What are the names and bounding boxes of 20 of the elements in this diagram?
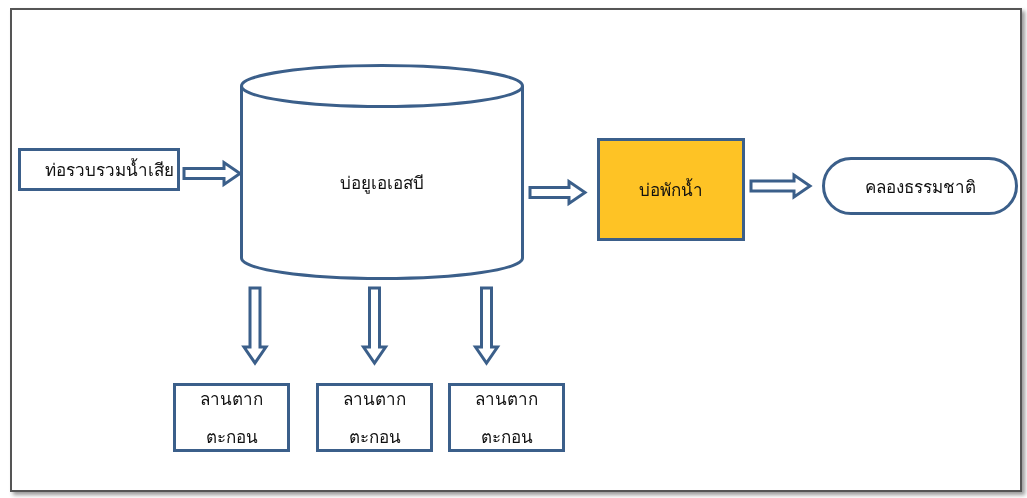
node-label: บ่อพักน้ำ bbox=[639, 177, 703, 202]
node-label: ลานตากตะกอน bbox=[199, 387, 264, 449]
pond-box bbox=[597, 138, 745, 241]
node-label: คลองธรรมชาติ bbox=[864, 175, 976, 199]
canal-terminal bbox=[822, 157, 1018, 215]
drying-bed-box bbox=[448, 383, 565, 452]
pipe-box bbox=[18, 148, 180, 191]
drying-bed-box bbox=[173, 383, 290, 452]
tank-cylinder bbox=[240, 64, 524, 280]
block-arrow bbox=[528, 178, 588, 207]
block-arrow bbox=[360, 286, 389, 366]
node-label: ลานตากตะกอน bbox=[474, 387, 539, 449]
block-arrow bbox=[749, 172, 813, 200]
node-label: ท่อรวบรวมน้ำเสีย bbox=[44, 157, 174, 182]
block-arrow bbox=[472, 286, 501, 366]
block-arrow bbox=[241, 286, 269, 366]
node-label: บ่อยูเอเอสบี bbox=[340, 171, 424, 196]
block-arrow bbox=[182, 159, 243, 188]
drying-bed-box bbox=[316, 383, 433, 452]
node-label: ลานตากตะกอน bbox=[342, 387, 407, 449]
